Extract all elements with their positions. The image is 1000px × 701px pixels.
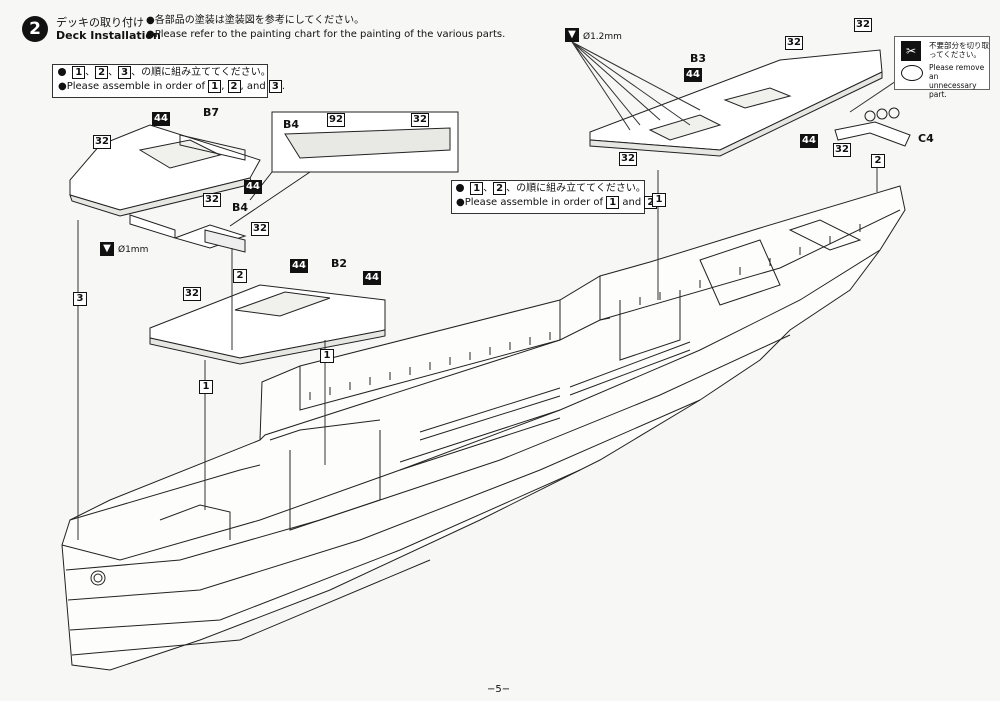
part-c4 [834, 107, 911, 147]
color-code-tag: 44 [800, 134, 818, 148]
order-note-2-jp: 1、2、の順に組み立ててください。 [456, 182, 646, 195]
part-b4-small [129, 214, 247, 253]
paint-note-jp: ●各部品の塗装は塗装図を参考にしてください。 [146, 15, 365, 26]
detail-box-b4 [229, 111, 459, 227]
color-code-tag: 44 [684, 68, 702, 82]
color-code-tag: 32 [854, 18, 872, 32]
order-note-2-en: ●Please assemble in order of 1 and 2. [456, 196, 661, 209]
drill-icon: ▼ [565, 28, 579, 42]
deck-b2 [149, 284, 386, 365]
sequence-number: 2 [871, 154, 885, 168]
drill-size-large: Ø1.2mm [583, 32, 622, 42]
part-label-b7: B7 [203, 106, 220, 119]
color-code-tag: 32 [411, 113, 429, 127]
cut-note-jp: 不要部分を切り取 ってください。 [929, 41, 989, 59]
step-number-badge: 2 [22, 16, 48, 42]
sequence-number: 1 [652, 193, 666, 207]
sequence-number: 1 [199, 380, 213, 394]
color-code-tag: 32 [833, 143, 851, 157]
step-title-jp: デッキの取り付け [56, 16, 144, 29]
drill-icon: ▼ [100, 242, 114, 256]
sequence-number: 1 [320, 349, 334, 363]
drill-size-small: Ø1mm [118, 245, 149, 255]
cut-unnecessary-note: ✂ 不要部分を切り取 ってください。 Please remove an unne… [894, 36, 990, 99]
part-label-b2: B2 [331, 257, 348, 270]
part-label-b4-detail: B4 [283, 118, 300, 131]
page-number: −5− [487, 684, 511, 695]
color-code-tag: 44 [244, 180, 262, 194]
color-code-tag: 92 [327, 113, 345, 127]
ship-hull [61, 185, 906, 671]
part-label-b3: B3 [690, 52, 707, 65]
order-note-1-en: ●Please assemble in order of 1, 2, and 3… [58, 80, 286, 93]
color-code-tag: 32 [619, 152, 637, 166]
cutter-icon: ✂ [901, 41, 921, 61]
order-note-1-jp: 1、2、3、の順に組み立ててください。 [58, 66, 271, 79]
color-code-tag: 32 [203, 193, 221, 207]
part-label-b4: B4 [232, 201, 249, 214]
cut-note-en: Please remove an unnecessary part. [929, 63, 985, 99]
step-title-en: Deck Installation [56, 29, 161, 42]
color-code-tag: 32 [183, 287, 201, 301]
color-code-tag: 32 [251, 222, 269, 236]
deck-b3 [589, 49, 883, 157]
color-code-tag: 44 [152, 112, 170, 126]
color-code-tag: 32 [93, 135, 111, 149]
bullet-icon [58, 68, 66, 76]
color-code-tag: 44 [363, 271, 381, 285]
color-code-tag: 44 [290, 259, 308, 273]
part-icon [901, 65, 923, 81]
sequence-number: 3 [73, 292, 87, 306]
paint-note-en: ●Please refer to the painting chart for … [146, 29, 506, 40]
part-label-c4: C4 [918, 132, 934, 145]
bullet-icon [456, 184, 464, 192]
sequence-number: 2 [233, 269, 247, 283]
color-code-tag: 32 [785, 36, 803, 50]
